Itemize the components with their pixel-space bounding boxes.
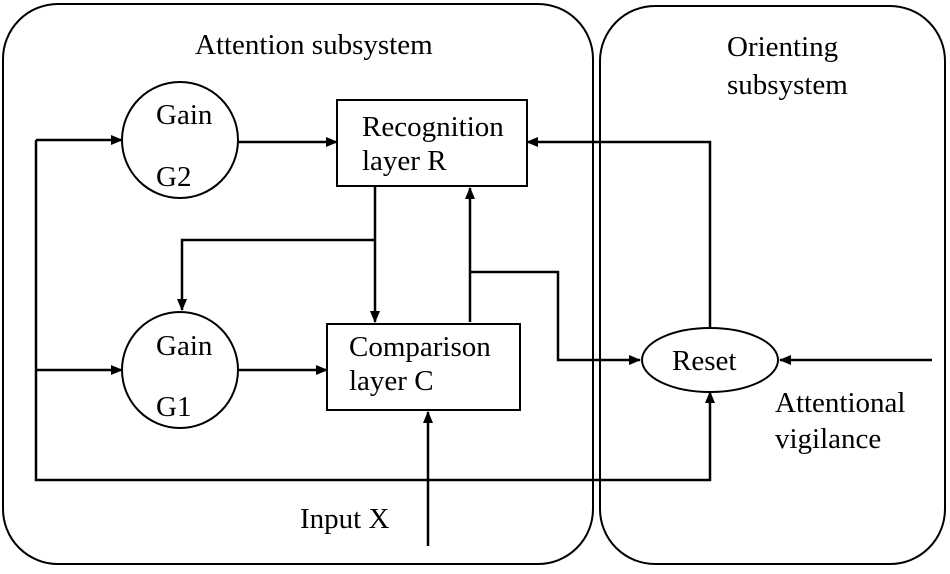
trunk-to-reset-arrow <box>34 140 715 482</box>
gain-g1-label-line2: G1 <box>156 391 191 423</box>
gain-g2-label-line2: G2 <box>156 161 191 193</box>
orienting-subsystem-title-line1: Orienting <box>727 31 838 63</box>
reset-to-recognition-arrow <box>526 137 712 328</box>
gain-g2-label-line1: Gain <box>156 99 213 131</box>
recognition-to-g1-arrow <box>177 238 375 311</box>
orienting-subsystem-frame <box>599 5 946 565</box>
reset-label: Reset <box>672 345 736 377</box>
comparison-label-line2: layer C <box>349 365 434 397</box>
gain-g2-node <box>121 81 239 199</box>
vigilance-label-line1: Attentional <box>775 387 905 419</box>
input-x-label: Input X <box>300 503 389 535</box>
connections <box>34 135 932 546</box>
attention-subsystem-title: Attention subsystem <box>195 29 433 61</box>
comparison-layer-box <box>326 323 521 411</box>
attention-subsystem-frame <box>2 3 594 565</box>
gain-g1-label-line1: Gain <box>156 330 213 362</box>
gain-g1-node <box>121 311 239 429</box>
comparison-label-line1: Comparison <box>349 331 491 363</box>
vigilance-label-line2: vigilance <box>775 423 881 455</box>
recognition-label-line2: layer R <box>362 145 447 177</box>
recognition-layer-box <box>336 99 528 187</box>
orienting-subsystem-title-line2: subsystem <box>727 69 848 101</box>
reset-node <box>641 327 779 393</box>
recognition-label-line1: Recognition <box>362 111 504 143</box>
comparison-to-reset-arrow <box>470 270 641 365</box>
